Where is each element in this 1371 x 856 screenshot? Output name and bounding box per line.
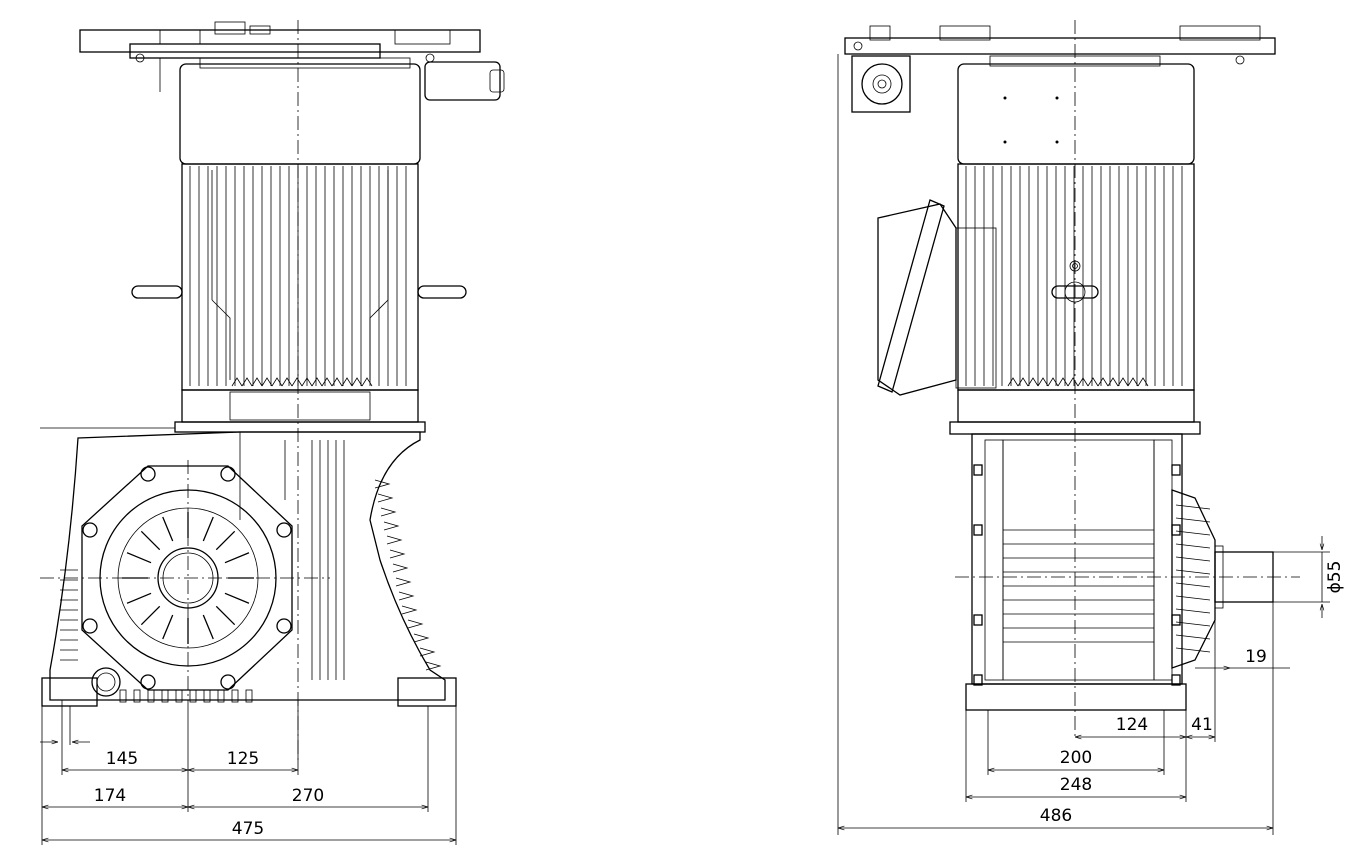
dim-270: 270: [292, 786, 324, 806]
front-flange: [40, 389, 426, 433]
dim-145: 145: [106, 749, 138, 769]
dim-41: 41: [1191, 715, 1213, 735]
side-terminal-box: [877, 199, 997, 396]
front-view: 145 125 174 270 475: [40, 20, 505, 845]
front-motor-cap: [179, 57, 505, 165]
side-view: ϕ55 19 124 41 200 248 486: [837, 20, 1345, 835]
dim-125: 125: [227, 749, 259, 769]
side-gearbox: [971, 433, 1274, 686]
dim-248: 248: [1060, 775, 1092, 795]
side-control-board: [844, 25, 1276, 65]
front-motor-body: [131, 163, 467, 391]
dim-phi55: ϕ55: [1325, 561, 1345, 594]
front-gearbox-housing: [49, 431, 446, 701]
dim-174: 174: [94, 786, 126, 806]
dim-475: 475: [232, 819, 264, 839]
side-pulley-box: [851, 55, 911, 113]
side-dimensions: ϕ55 19 124 41 200 248 486: [837, 54, 1345, 835]
side-base: [965, 683, 1187, 711]
front-feet: [41, 667, 457, 707]
dim-200: 200: [1060, 748, 1092, 768]
side-motor-body: [957, 163, 1195, 391]
dim-486: 486: [1040, 806, 1072, 826]
front-dimensions: 145 125 174 270 475: [40, 700, 457, 845]
dim-124: 124: [1116, 715, 1148, 735]
side-motor-cap: [957, 55, 1195, 165]
dim-19: 19: [1245, 647, 1267, 667]
